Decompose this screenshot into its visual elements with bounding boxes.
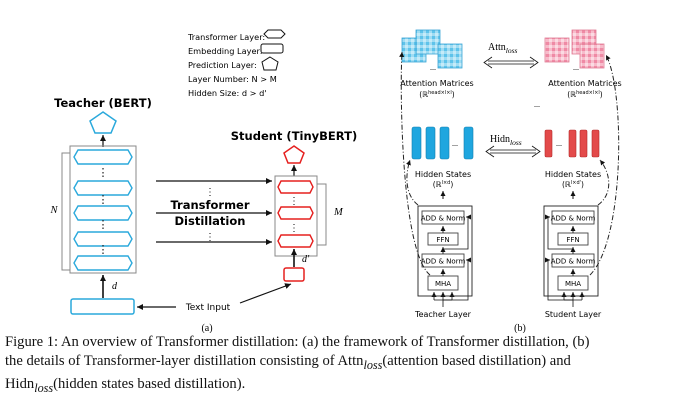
legend: Transformer Layer: Embedding Layer: Pred… [187,29,286,98]
teacher-vdots-3: ⋮ [98,219,109,231]
attn-loss-arrow [483,56,539,69]
student-attn-title: Attention Matrices [548,79,621,88]
student-hidden-title: Hidden States [545,170,601,179]
figure-diagram: Transformer Layer: Embedding Layer: Pred… [49,29,622,333]
student-hidden-states [544,129,600,158]
teacher-hidden-ellipsis: ... [452,139,458,148]
distill-vdots-2: ⋮ [205,232,215,243]
panel-a: Teacher (BERT) ⋮ ⋮ ⋮ ⋮ N d Student (Tiny… [49,96,357,333]
teacher-attn-ellipsis: ... [430,63,436,72]
svg-text:MHA: MHA [565,280,581,288]
teacher-layer-2 [73,180,133,196]
label-d: d [112,281,118,292]
distill-vdots-1: ⋮ [205,187,215,198]
student-hidden-space: (ℝl×d') [562,180,584,189]
svg-text:ADD & Norm: ADD & Norm [421,215,466,223]
text-input-label: Text Input [185,303,231,313]
teacher-title: Teacher (BERT) [54,96,152,110]
student-title: Student (TinyBERT) [231,129,357,143]
teacher-add-norm-top [421,210,465,225]
teacher-layer-1 [73,149,133,165]
panel-b: ... ... Attnloss Attention Matrices (ℝhe… [399,29,622,333]
caption-line-1: Figure 1: An overview of Transformer dis… [5,334,590,350]
student-layer-1 [277,180,314,194]
teacher-vdots-2: ⋮ [98,194,109,206]
teacher-hidden-states [411,126,474,160]
student-attn-flow [589,54,620,276]
teacher-attn-flow [399,51,431,276]
hidn-loss-label: Hidnloss [490,134,522,147]
teacher-hidden-flow [406,159,419,206]
hidn-loss-arrow [485,145,541,158]
teacher-layer-block: ADD & Norm FFN ADD & Norm MHA [417,205,473,307]
figure-caption: Figure 1: An overview of Transformer dis… [5,333,689,398]
student-layer-label: Student Layer [545,310,602,319]
student-attn-space: (ℝhead×l×l) [567,90,603,99]
legend-transformer-icon [263,29,286,39]
attn-mid-ellipsis: ... [534,100,540,109]
student-attn-ellipsis: ... [573,63,579,72]
legend-layer-number: Layer Number: N > M [188,74,277,84]
student-layer-3 [277,234,314,248]
student-add-norm-top [551,210,595,225]
panel-b-sublabel: (b) [514,323,526,333]
caption-line-3: Hidnloss(hidden states based distillatio… [5,375,246,395]
teacher-stack-frame [69,145,137,274]
caption-line-2: the details of Transformer-layer distill… [5,353,571,372]
student-prediction-layer [283,145,305,164]
teacher-attn-space: (ℝhead×l×l) [419,90,455,99]
legend-hidden-size: Hidden Size: d > d' [188,88,267,98]
svg-text:MHA: MHA [435,280,451,288]
teacher-prediction-layer [89,111,117,134]
teacher-vdots-4: ⋮ [98,244,109,256]
svg-text:ADD & Norm: ADD & Norm [551,215,596,223]
legend-embedding-icon [260,43,284,54]
teacher-layer-label: Teacher Layer [414,310,472,319]
teacher-embedding-layer [70,298,135,315]
svg-text:FFN: FFN [436,236,449,244]
label-n: N [49,205,58,216]
teacher-layer-5 [73,255,133,271]
student-hidden-flow [597,159,610,206]
teacher-vdots-1: ⋮ [98,167,109,179]
svg-text:ADD & Norm: ADD & Norm [551,258,596,266]
student-layer-2 [277,206,314,220]
teacher-attn-title: Attention Matrices [400,79,473,88]
teacher-layer-4 [73,231,133,247]
legend-transformer-label: Transformer Layer: [187,32,265,42]
student-stack-frame [274,175,318,257]
label-d-prime: d' [302,254,310,265]
teacher-layer-frame [417,205,473,297]
student-hidden-ellipsis: ... [556,139,562,148]
legend-embedding-label: Embedding Layer: [188,46,262,56]
student-vdots-1: ⋮ [289,196,299,207]
teacher-hidden-title: Hidden States [415,170,471,179]
svg-text:ADD & Norm: ADD & Norm [421,258,466,266]
distill-label-2: Distillation [175,214,246,228]
teacher-attention-matrices: ... [401,29,463,72]
teacher-hidden-space: (ℝl×d) [433,180,454,189]
student-attention-matrices: ... [544,29,605,72]
student-embedding-layer [283,267,305,282]
student-vdots-2: ⋮ [289,223,299,234]
student-layer-frame [543,205,599,297]
legend-prediction-label: Prediction Layer: [188,60,257,70]
label-m: M [333,207,344,218]
panel-a-sublabel: (a) [201,323,212,333]
attn-loss-label: Attnloss [488,42,518,55]
teacher-layer-3 [73,205,133,221]
svg-text:FFN: FFN [566,236,579,244]
legend-prediction-icon [261,56,279,71]
distill-label-1: Transformer [170,198,249,212]
student-layer-block: ADD & Norm FFN ADD & Norm MHA [543,205,599,307]
